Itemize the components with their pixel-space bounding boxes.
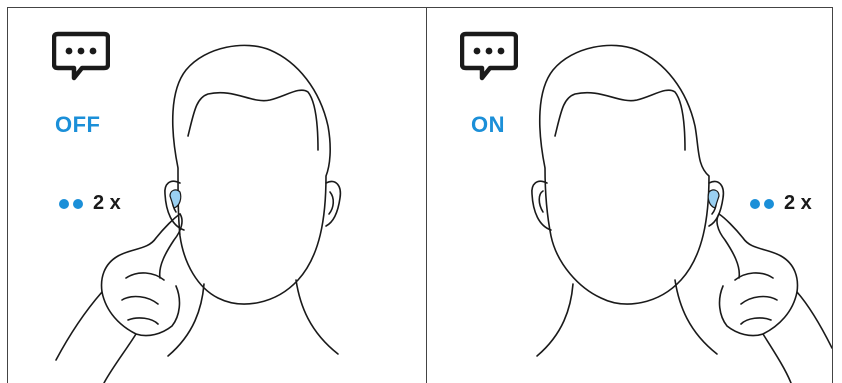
panel-off: OFF 2 x (8, 8, 426, 383)
status-label: ON (471, 112, 505, 138)
tap-count: 2 x (93, 192, 121, 215)
tap-count: 2 x (784, 192, 812, 215)
tap-dot-icon (750, 199, 760, 209)
tap-dot-icon (764, 199, 774, 209)
tap-indicator: 2 x (59, 192, 121, 215)
status-label: OFF (55, 112, 101, 138)
speech-bubble-icon (52, 30, 110, 93)
tap-dot-icon (73, 199, 83, 209)
panel-on: ON 2 x (427, 8, 832, 383)
tap-dot-icon (59, 199, 69, 209)
tap-indicator: 2 x (750, 192, 812, 215)
speech-bubble-icon (460, 30, 518, 93)
